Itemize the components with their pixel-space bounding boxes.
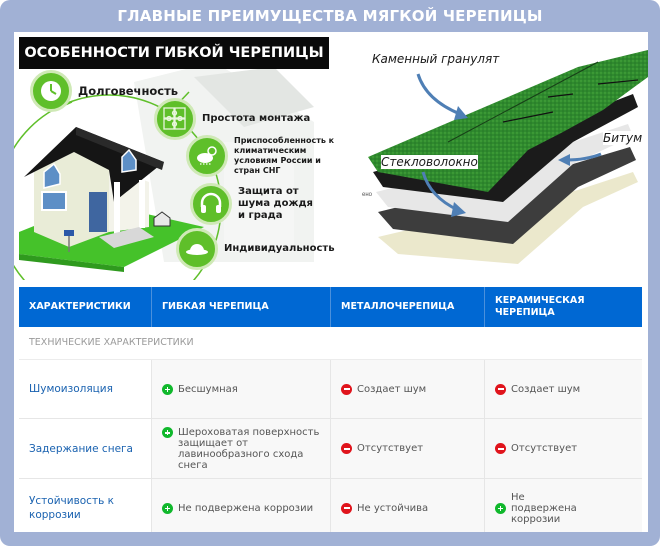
label-bitumen: Битум <box>603 131 643 145</box>
column-header: КЕРАМИЧЕСКАЯ ЧЕРЕПИЦА <box>495 295 585 318</box>
row-label: Устойчивость к коррозии <box>19 479 152 532</box>
house-illustration <box>14 62 314 280</box>
row-label: Задержание снега <box>19 419 152 478</box>
minus-icon <box>495 383 506 395</box>
plus-icon <box>162 383 173 395</box>
features-infographic: ОСОБЕННОСТИ ГИБКОЙ ЧЕРЕПИЦЫ Долговечност… <box>14 32 336 280</box>
comparison-table: ХАРАКТЕРИСТИКИ ГИБКАЯ ЧЕРЕПИЦА МЕТАЛЛОЧЕ… <box>19 287 642 532</box>
feature-durability: Долговечность <box>30 70 178 112</box>
table-cell: Не подвержена коррозии <box>485 479 642 532</box>
minus-icon <box>341 443 352 454</box>
table-row: Шумоизоляция Бесшумная Создает шум Созда… <box>19 360 642 419</box>
minus-icon <box>495 443 506 454</box>
clock-icon <box>30 70 72 112</box>
row-label: Шумоизоляция <box>19 360 152 418</box>
table-section-label: ТЕХНИЧЕСКИЕ ХАРАКТЕРИСТИКИ <box>19 327 642 360</box>
page-title: ГЛАВНЫЕ ПРЕИМУЩЕСТВА МЯГКОЙ ЧЕРЕПИЦЫ <box>117 7 543 25</box>
plus-icon <box>162 502 173 514</box>
minus-icon <box>341 502 352 514</box>
feature-label: Защита от шума дождя и града <box>238 186 313 221</box>
plus-icon <box>162 427 173 438</box>
plus-icon <box>495 502 506 514</box>
label-cut-off: ено <box>362 192 372 198</box>
weather-icon <box>186 135 228 177</box>
table-cell: Шероховатая поверхность защищает от лави… <box>152 419 331 478</box>
feature-easy-install: Простота монтажа <box>154 98 310 140</box>
feature-label: Индивидуальность <box>224 243 335 254</box>
puzzle-icon <box>154 98 196 140</box>
hat-icon <box>176 228 218 270</box>
feature-noise-protection: Защита от шума дождя и града <box>190 183 318 225</box>
feature-label: Приспособленность к климатическим услови… <box>234 136 335 175</box>
table-cell: Не подвержена коррозии <box>152 479 331 532</box>
table-row: Задержание снега Шероховатая поверхность… <box>19 419 642 479</box>
minus-icon <box>341 383 352 395</box>
table-header: ХАРАКТЕРИСТИКИ ГИБКАЯ ЧЕРЕПИЦА МЕТАЛЛОЧЕ… <box>19 287 642 327</box>
table-cell: Бесшумная <box>152 360 331 418</box>
table-row: Устойчивость к коррозии Не подвержена ко… <box>19 479 642 532</box>
column-header: МЕТАЛЛОЧЕРЕПИЦА <box>331 287 485 327</box>
headphones-icon <box>190 183 232 225</box>
table-cell: Создает шум <box>485 360 642 418</box>
table-cell: Отсутствует <box>485 419 642 478</box>
feature-climate: Приспособленность к климатическим услови… <box>186 135 336 177</box>
feature-individuality: Индивидуальность <box>176 228 335 270</box>
label-stone-granulate: Каменный гранулят <box>372 52 500 66</box>
infographic-banner: ОСОБЕННОСТИ ГИБКОЙ ЧЕРЕПИЦЫ <box>19 37 329 69</box>
feature-label: Простота монтажа <box>202 113 311 124</box>
label-fiberglass: Стекловолокно <box>381 155 478 169</box>
table-cell: Создает шум <box>331 360 485 418</box>
shingle-layers-illustration: Каменный гранулят Битум Стекловолокно ен… <box>348 32 648 280</box>
content-panel: ОСОБЕННОСТИ ГИБКОЙ ЧЕРЕПИЦЫ Долговечност… <box>14 32 648 532</box>
column-header: ХАРАКТЕРИСТИКИ <box>19 287 152 327</box>
table-cell: Отсутствует <box>331 419 485 478</box>
table-cell: Не устойчива <box>331 479 485 532</box>
feature-label: Долговечность <box>78 84 179 98</box>
column-header: ГИБКАЯ ЧЕРЕПИЦА <box>152 287 331 327</box>
